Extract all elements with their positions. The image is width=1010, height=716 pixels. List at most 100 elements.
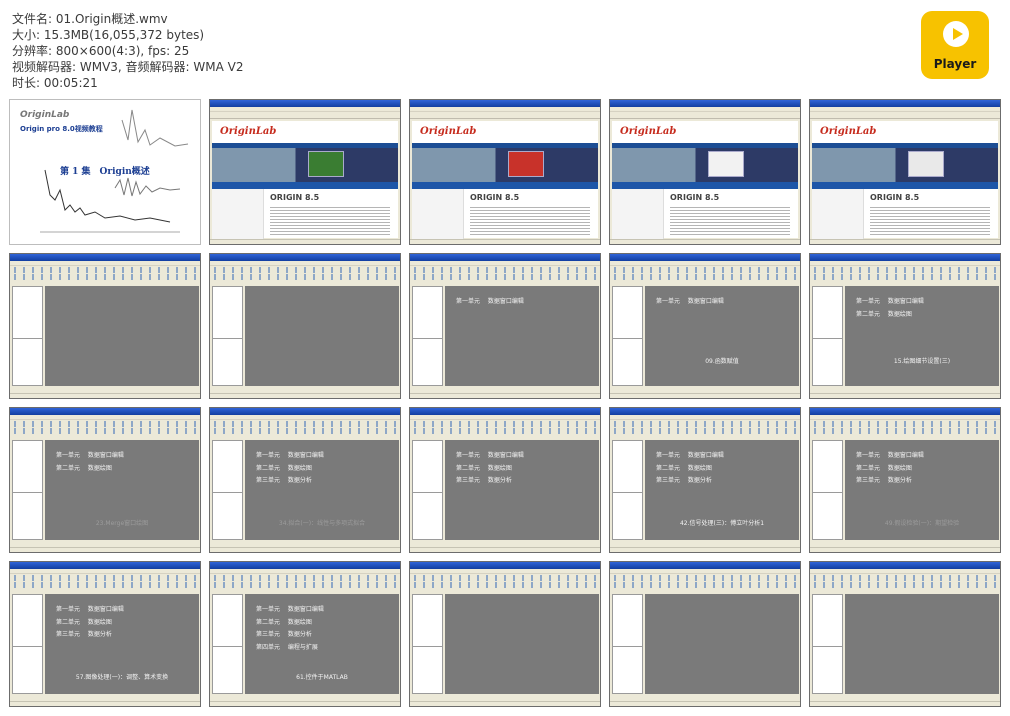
lesson-title: 15.绘图细节设置(三) xyxy=(893,358,951,365)
thumbnail-origin-frame[interactable] xyxy=(9,253,201,399)
toolbar xyxy=(10,575,200,581)
status-bar xyxy=(10,547,200,552)
website-version: ORIGIN 8.5 xyxy=(470,193,520,202)
project-explorer xyxy=(812,440,843,540)
toolbar xyxy=(410,582,600,588)
website-brand: OriginLab xyxy=(620,126,677,137)
window-title-bar xyxy=(410,254,600,261)
window-title-bar xyxy=(610,254,800,261)
unit-line: 第三单元 数据分析 xyxy=(656,477,712,484)
project-explorer xyxy=(12,440,43,540)
unit-line: 第一单元 数据窗口编辑 xyxy=(256,606,324,613)
unit-line: 第一单元 数据窗口编辑 xyxy=(856,298,924,305)
thumbnail-origin-frame[interactable] xyxy=(209,253,401,399)
window-title-bar xyxy=(210,254,400,261)
workspace xyxy=(645,594,799,694)
toolbar xyxy=(10,428,200,434)
address-bar xyxy=(610,112,800,119)
lesson-title: 61.控件于MATLAB xyxy=(296,674,348,681)
unit-line: 第三单元 数据分析 xyxy=(856,477,912,484)
window-title-bar xyxy=(10,254,200,261)
workspace: 第一单元 数据窗口编辑 xyxy=(445,286,599,386)
toolbar xyxy=(810,421,1000,427)
project-explorer xyxy=(412,594,443,694)
menu-bar xyxy=(410,569,600,574)
workspace: 第一单元 数据窗口编辑第二单元 数据绘图第三单元 数据分析 xyxy=(445,440,599,540)
website-version: ORIGIN 8.5 xyxy=(670,193,720,202)
toolbar xyxy=(610,575,800,581)
thumbnail-origin-frame[interactable] xyxy=(809,561,1001,707)
window-title-bar xyxy=(210,408,400,415)
lesson-title: 34.拟合(一)：线性与多项式拟合 xyxy=(278,520,366,527)
thumbnail-origin-frame[interactable]: 第一单元 数据窗口编辑 xyxy=(409,253,601,399)
unit-line: 第二单元 数据绘图 xyxy=(256,464,312,472)
window-title-bar xyxy=(610,408,800,415)
thumbnail-origin-frame[interactable] xyxy=(609,561,801,707)
cover-plot xyxy=(40,109,189,233)
toolbar xyxy=(410,421,600,427)
window-title-bar xyxy=(810,408,1000,415)
menu-bar xyxy=(410,107,600,112)
toolbar xyxy=(10,274,200,280)
thumbnail-origin-frame[interactable] xyxy=(409,561,601,707)
unit-line: 第一单元 数据窗口编辑 xyxy=(456,298,524,305)
unit-line: 第一单元 数据窗口编辑 xyxy=(656,298,724,305)
website-version: ORIGIN 8.5 xyxy=(270,193,320,202)
toolbar xyxy=(610,582,800,588)
unit-line: 第二单元 数据绘图 xyxy=(56,618,112,626)
resolution: 分辨率: 800×600(4:3), fps: 25 xyxy=(12,44,190,58)
unit-line: 第一单元 数据窗口编辑 xyxy=(656,452,724,459)
thumbnail-origin-frame[interactable]: 第一单元 数据窗口编辑第二单元 数据绘图第三单元 数据分析 xyxy=(409,407,601,553)
toolbar xyxy=(810,274,1000,280)
project-explorer xyxy=(12,286,43,386)
toolbar xyxy=(610,421,800,427)
workspace xyxy=(45,286,199,386)
address-bar xyxy=(210,112,400,119)
menu-bar xyxy=(610,261,800,266)
window-title-bar xyxy=(210,100,400,107)
project-explorer xyxy=(612,440,643,540)
menu-bar xyxy=(10,261,200,266)
menu-bar xyxy=(10,569,200,574)
menu-bar xyxy=(10,415,200,420)
menu-bar xyxy=(810,261,1000,266)
window-title-bar xyxy=(210,562,400,569)
unit-line: 第一单元 数据窗口编辑 xyxy=(56,606,124,613)
unit-line: 第三单元 数据分析 xyxy=(256,477,312,484)
cover-course-title: Origin pro 8.0视频教程 xyxy=(20,125,103,133)
toolbar xyxy=(210,267,400,273)
toolbar xyxy=(410,274,600,280)
toolbar xyxy=(210,428,400,434)
thumbnail-cover[interactable]: OriginLab Origin pro 8.0视频教程 第 1 集 Origi… xyxy=(9,99,201,245)
unit-line: 第一单元 数据窗口编辑 xyxy=(456,452,524,459)
project-explorer xyxy=(212,286,243,386)
status-bar xyxy=(410,701,600,706)
status-bar xyxy=(10,393,200,398)
project-explorer xyxy=(412,286,443,386)
website-brand: OriginLab xyxy=(220,126,277,137)
window-title-bar xyxy=(810,562,1000,569)
menu-bar xyxy=(410,261,600,266)
window-title-bar xyxy=(610,100,800,107)
project-explorer xyxy=(212,594,243,694)
workspace xyxy=(845,594,999,694)
unit-line: 第二单元 数据绘图 xyxy=(856,464,912,472)
unit-line: 第二单元 数据绘图 xyxy=(56,464,112,472)
toolbar xyxy=(810,428,1000,434)
window-title-bar xyxy=(10,408,200,415)
toolbar xyxy=(10,582,200,588)
